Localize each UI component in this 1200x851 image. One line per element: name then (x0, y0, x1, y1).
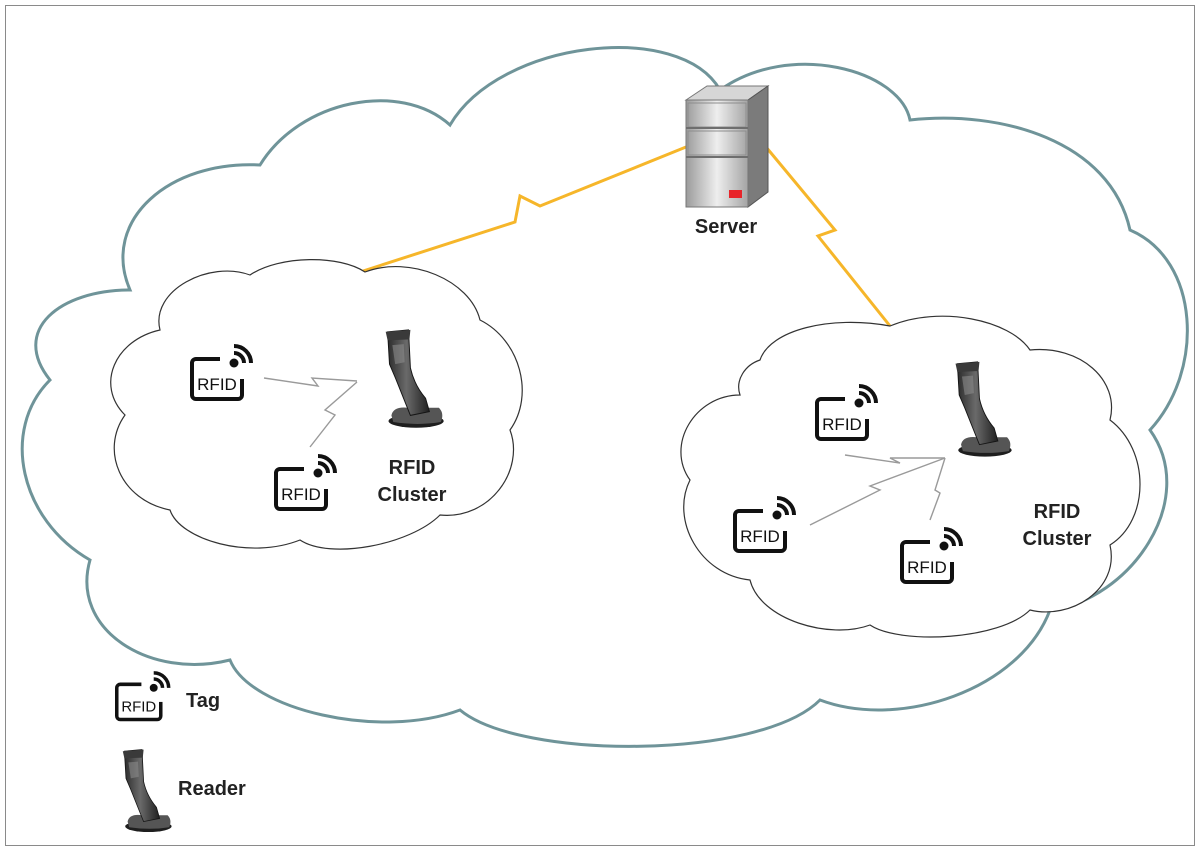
cluster-label-line1: RFID (389, 457, 436, 479)
rfid-tag-text: RFID (197, 375, 237, 394)
wireless-link-left (359, 145, 687, 274)
wireless-link-right (764, 146, 892, 327)
tag-link-right-1 (844, 454, 945, 464)
legend-tag-label: Tag (186, 690, 220, 712)
server-icon (684, 85, 770, 208)
legend: RFID Tag Reader (115, 670, 246, 833)
cluster-label-line2: Cluster (1023, 528, 1092, 550)
rfid-tag: RFID (274, 453, 340, 511)
rfid-tag-text: RFID (907, 558, 947, 577)
rfid-tag-text: RFID (822, 415, 862, 434)
cluster-label-line1: RFID (1034, 501, 1081, 523)
rfid-tag-text: RFID (281, 485, 321, 504)
rfid-tag: RFID (733, 495, 799, 553)
server-label: Server (695, 216, 757, 238)
rfid-tag-text: RFID (740, 527, 780, 546)
rfid-tag: RFID (190, 343, 256, 401)
rfid-tag: RFID (815, 383, 881, 441)
tag-link-left-1 (263, 377, 358, 387)
server-led (729, 190, 742, 198)
rfid-tag-text: RFID (121, 699, 156, 716)
cluster-cloud-right (680, 315, 1141, 638)
legend-reader-label: Reader (178, 778, 246, 800)
tag-link-right-3 (929, 457, 946, 521)
rfid-tag: RFID (900, 526, 966, 584)
cluster-cloud-left (110, 259, 523, 550)
legend-reader-icon (122, 749, 173, 833)
tag-link-left-2 (309, 381, 358, 448)
legend-tag-icon: RFID (115, 670, 174, 722)
cluster-label-line2: Cluster (378, 484, 447, 506)
tag-link-right-2 (809, 457, 946, 526)
